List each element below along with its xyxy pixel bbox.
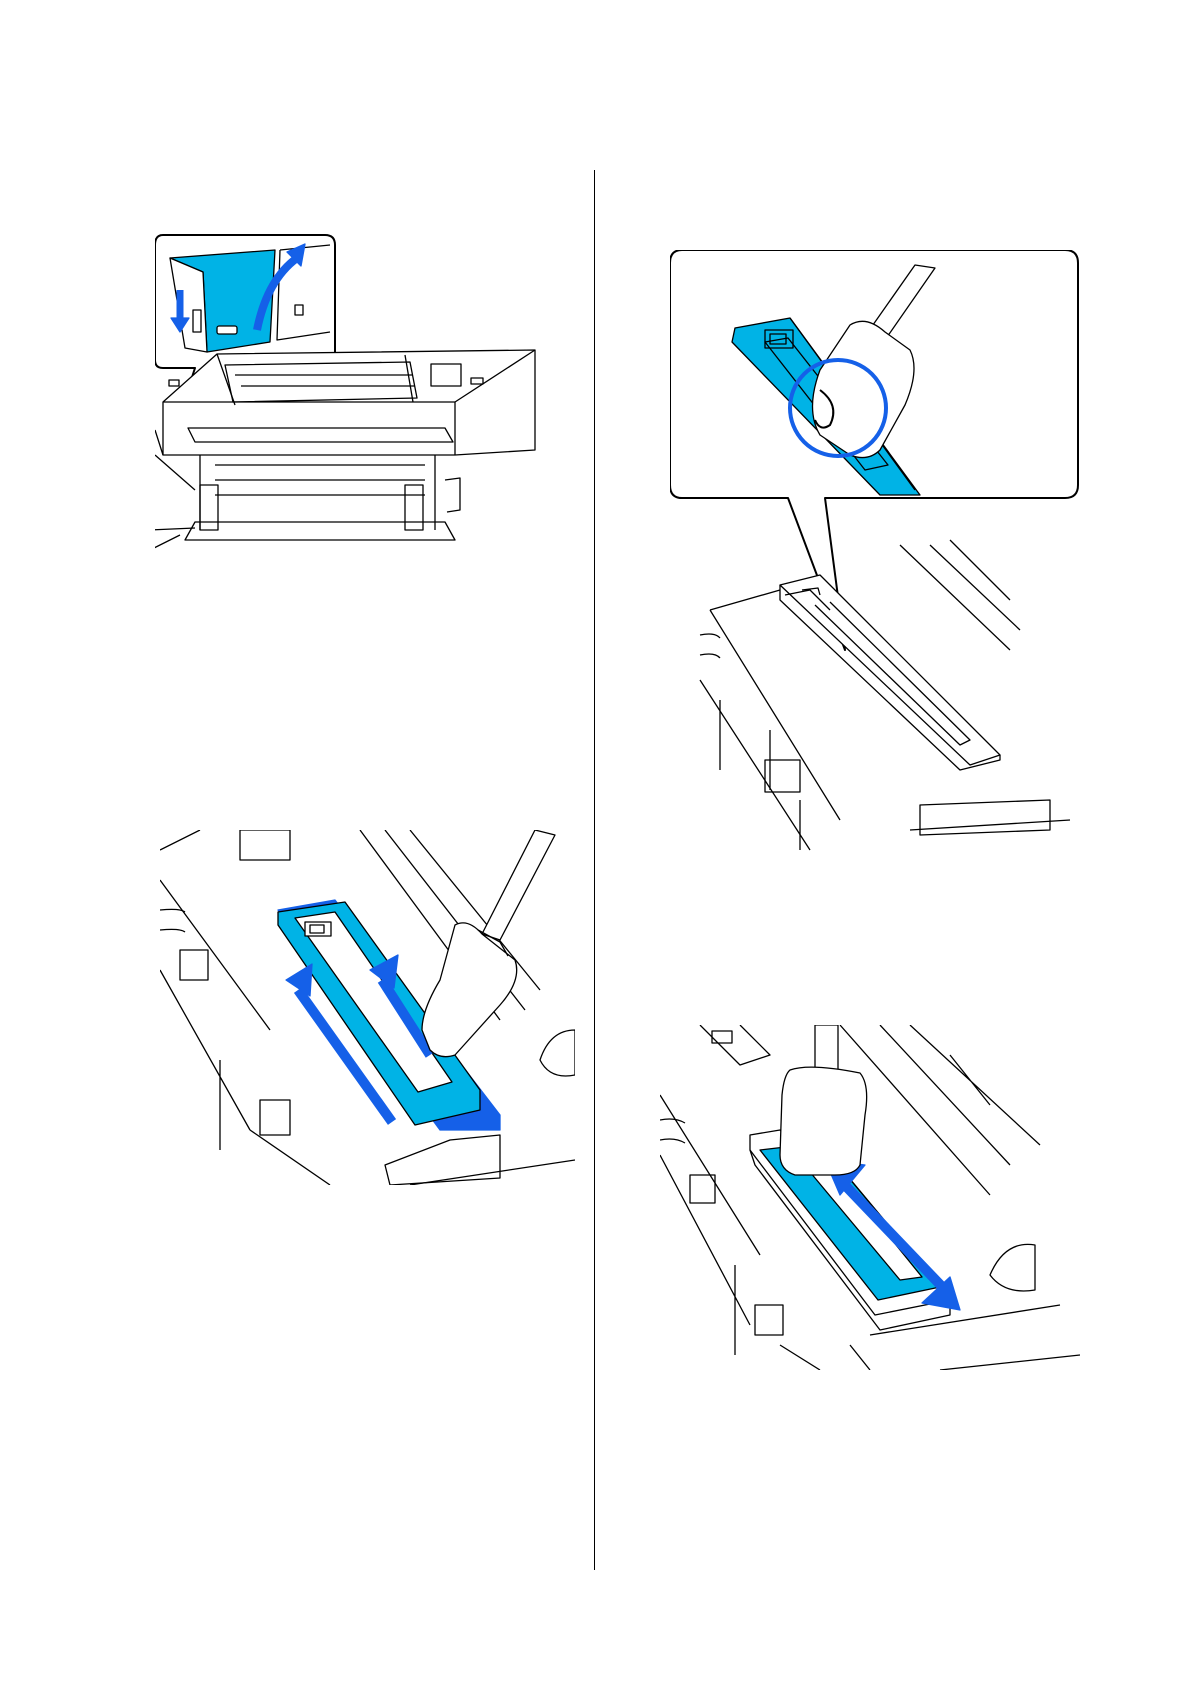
figure-wipe-cap (160, 830, 575, 1185)
figure-printer-cover-open (155, 230, 575, 560)
figure-cap-edge-detail (670, 250, 1080, 885)
column-divider (594, 170, 595, 1570)
cleaning-stick-icon (482, 830, 555, 940)
printer-icon (155, 230, 575, 560)
figure-wipe-inside-cap (660, 1025, 1080, 1370)
